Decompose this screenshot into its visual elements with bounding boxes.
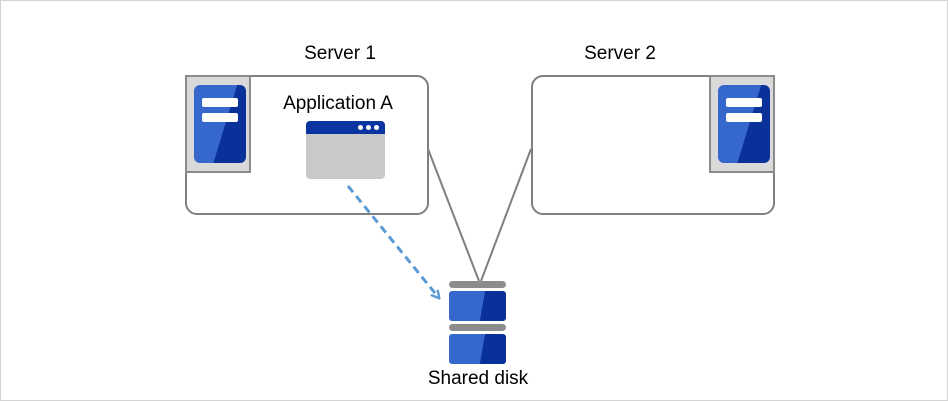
server2-icon-frame — [709, 75, 775, 173]
server2-label: Server 2 — [584, 43, 656, 64]
disk-bar-icon — [449, 281, 506, 288]
server-slot-icon — [726, 113, 762, 122]
connector-server2-disk — [480, 148, 532, 282]
disk-bar-icon — [449, 324, 506, 331]
server1-icon-frame — [185, 75, 251, 173]
shared-disk-icon — [449, 281, 506, 367]
window-body — [306, 134, 385, 179]
server1-server-icon — [194, 85, 246, 163]
window-dot-icon — [374, 125, 379, 130]
window-dot-icon — [358, 125, 363, 130]
application-label: Application A — [283, 93, 393, 114]
connector-server1-disk — [427, 148, 480, 282]
disk-platter-icon — [449, 334, 506, 364]
application-window-icon — [306, 121, 385, 179]
server-slot-icon — [202, 98, 238, 107]
server1-label: Server 1 — [304, 43, 376, 64]
server-slot-icon — [202, 113, 238, 122]
disk-platter-icon — [449, 291, 506, 321]
shared-disk-label: Shared disk — [427, 368, 529, 389]
window-titlebar — [306, 121, 385, 134]
window-dot-icon — [366, 125, 371, 130]
server2-server-icon — [718, 85, 770, 163]
server-slot-icon — [726, 98, 762, 107]
